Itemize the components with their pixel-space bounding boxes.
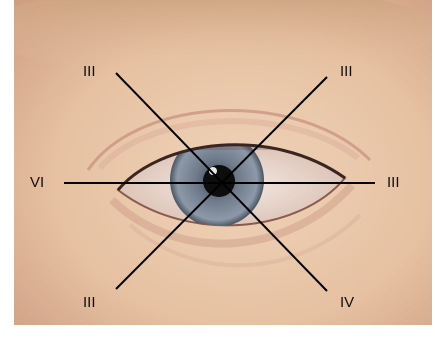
label-top-right: III — [340, 64, 353, 80]
label-right: III — [387, 175, 400, 191]
label-left: VI — [30, 175, 44, 191]
label-bottom-left: III — [83, 295, 96, 311]
label-top-left: III — [83, 64, 96, 80]
label-bottom-right: IV — [340, 295, 354, 311]
